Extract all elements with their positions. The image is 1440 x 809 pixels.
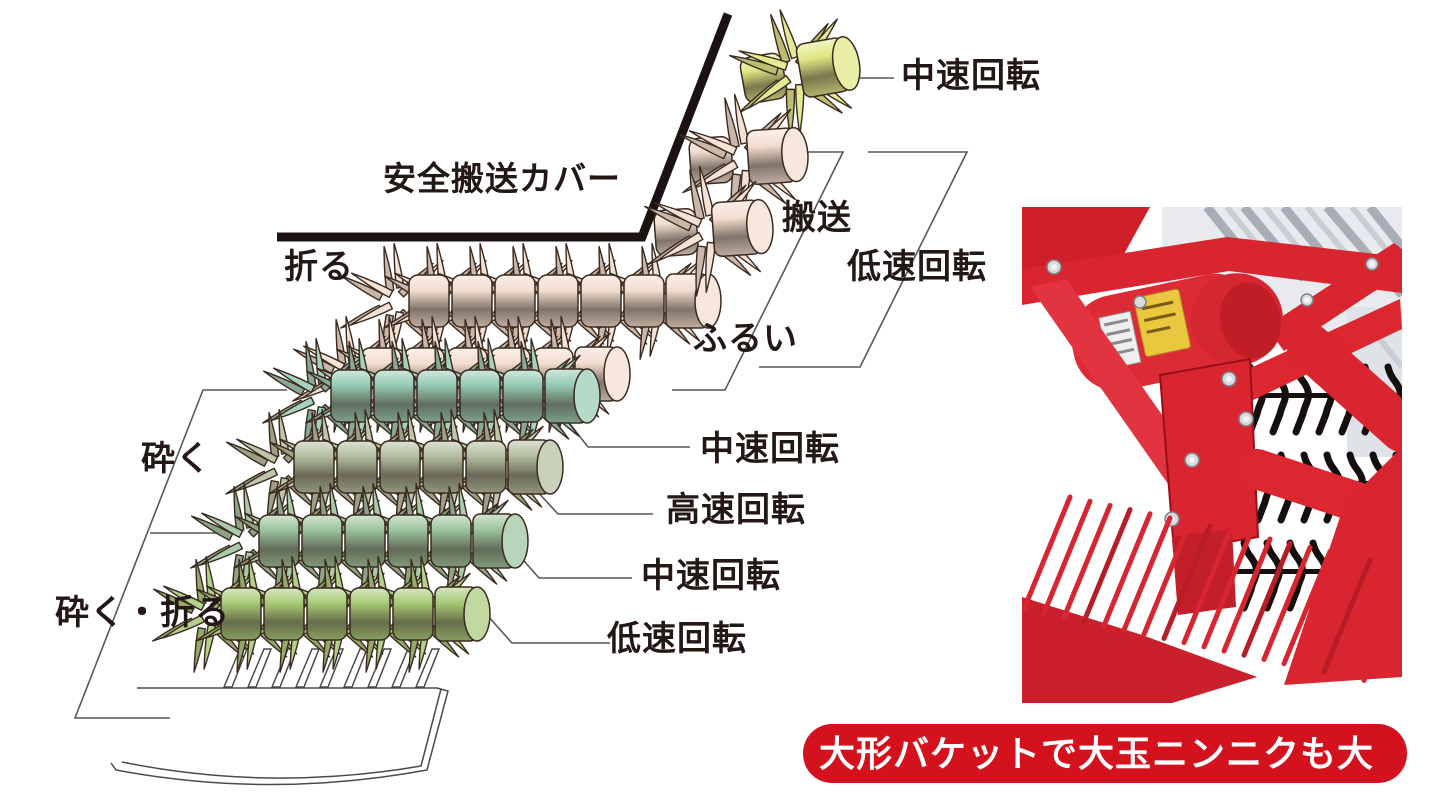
label-low-speed-bottom: 低速回転 <box>607 620 747 658</box>
rotor-single-medium-speed <box>729 9 861 140</box>
label-sieve: ふるい <box>693 320 798 358</box>
photo-red-frame <box>1022 207 1402 615</box>
label-low-speed-top: 低速回転 <box>847 248 987 286</box>
rotor-single-conveyor-lower <box>644 165 774 297</box>
label-safety-cover: 安全搬送カバー <box>383 160 621 197</box>
label-medium-speed-mid: 中速回転 <box>700 430 840 468</box>
photo-red-comb <box>1022 447 1402 703</box>
rotor-layer <box>152 9 861 673</box>
machine-photo <box>1022 207 1402 703</box>
photo-caption-badge: 大形バケットで大玉ニンニクも大丈夫 <box>803 724 1407 809</box>
label-medium-speed-low: 中速回転 <box>641 557 781 595</box>
label-crush: 砕く <box>141 440 211 478</box>
rotor-row-low-speed <box>152 555 491 673</box>
rotor-row-medium-speed <box>262 337 601 455</box>
label-high-speed: 高速回転 <box>666 491 806 529</box>
safety-cover-line <box>277 12 733 242</box>
label-medium-speed-top: 中速回転 <box>901 57 1041 95</box>
machine-photo-image <box>1022 207 1402 703</box>
label-fold: 折る <box>284 248 354 286</box>
label-convey: 搬送 <box>782 199 852 237</box>
label-crush-fold: 砕く・折る <box>55 594 230 632</box>
rotor-row-sieve-upper <box>340 242 722 360</box>
